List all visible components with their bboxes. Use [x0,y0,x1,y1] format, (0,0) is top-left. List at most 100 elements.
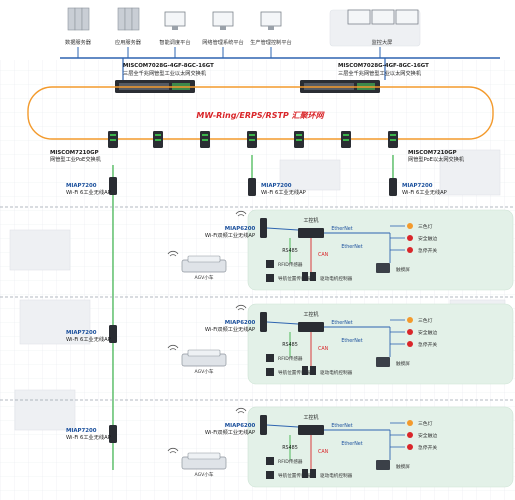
rfid-device [266,457,274,465]
ap-2-desc: Wi-Fi 6工业无线AP [261,188,306,196]
ap-unit-1[interactable] [109,177,117,195]
cell-ap-desc: Wi-Fi双频工业无线AP [205,231,255,239]
ipc-device[interactable] [298,425,324,435]
ethernet-label-1: EtherNet [331,320,352,326]
ethernet-label-1: EtherNet [331,423,352,429]
indicator-device-3 [407,341,413,347]
server-3[interactable]: 智能调度平台 [159,11,191,46]
agv-car[interactable] [181,452,227,470]
rfid-label: RFID传感器 [278,261,303,268]
server-5[interactable]: 生产管理控制平台 [250,11,292,46]
cell-ap-desc: Wi-Fi双频工业无线AP [205,325,255,333]
ring-switch-3[interactable] [200,131,210,148]
ethernet-label-2: EtherNet [341,441,362,447]
indicator-device-3 [407,247,413,253]
motor-device-1 [302,366,308,375]
can-label: CAN [318,346,329,352]
ipc-label: 工控机 [303,217,318,224]
ipc-label: 工控机 [303,414,318,421]
indicator-device-2 [407,329,413,335]
agv-car[interactable] [181,255,227,273]
touch-label: 触摸屏 [396,266,410,273]
cell-ap-device[interactable] [260,218,267,238]
indicator-label-3: 急停开关 [418,247,437,254]
server-label-4: 网络管理系统平台 [202,38,244,46]
indicator-device-1 [407,420,413,426]
indicator-device-1 [407,317,413,323]
motor-device-2 [310,272,316,281]
ap-3-model: MIAP7200 [402,183,433,189]
server-bus-drops [77,47,381,58]
server-label-5: 生产管理控制平台 [250,38,292,46]
ethernet-label-2: EtherNet [341,244,362,250]
ap-unit-5[interactable] [109,425,117,443]
wifi-icon [235,210,247,217]
nav-device [266,471,274,479]
indicator-device-2 [407,235,413,241]
agv-cell-1: MIAP6200Wi-Fi双频工业无线APAGV小车工控机EtherNetEth… [167,209,514,291]
wifi-icon [235,304,247,311]
ring-switch-7[interactable] [388,131,398,148]
ethernet-link [266,227,299,231]
rfid-device [266,260,274,268]
cell-ap-model: MIAP6200 [225,320,256,326]
ring-switch-1[interactable] [108,131,118,148]
agv-car[interactable] [181,349,227,367]
motor-device-2 [310,366,316,375]
ap-2-model: MIAP7200 [261,183,292,189]
nav-label: 导航位置传感器 [278,472,311,479]
indicator-label-2: 安全触边 [418,235,437,242]
indicator-label-3: 急停开关 [418,341,437,348]
motor-label: 驱动电机控制器 [320,275,353,282]
ethernet-link [266,424,299,428]
ap-unit-4[interactable] [109,325,117,343]
ring-switch-2[interactable] [153,131,163,148]
agv-label: AGV小车 [195,471,214,478]
cell-ap-model: MIAP6200 [225,423,256,429]
indicator-label-2: 安全触边 [418,329,437,336]
server-2[interactable]: 应用服务器 [115,7,142,46]
poe-switch-left-model: MISCOM7210GP [50,150,99,156]
core-switch-left-model: MISCOM7028G-4GF-8GC-16GT [123,63,214,69]
ap-unit-3[interactable] [389,178,397,196]
core-switch-right-model: MISCOM7028G-4GF-8GC-16GT [338,63,429,69]
touch-label: 触摸屏 [396,360,410,367]
can-label: CAN [318,449,329,455]
nav-device [266,274,274,282]
core-switch-right-desc: 三层全千兆网管型工业以太网交换机 [338,69,422,77]
touch-screen-device [376,460,390,470]
ring-switch-5[interactable] [294,131,304,148]
server-row: 数据服务器应用服务器 智能调度平台 网络管理系统平台生产管理控制平台 监控大屏 [65,7,419,46]
rfid-label: RFID传感器 [278,355,303,362]
server-1[interactable]: 数据服务器 [65,7,92,46]
cell-ap-desc: Wi-Fi双频工业无线AP [205,428,255,436]
motor-device-1 [302,469,308,478]
indicator-device-1 [407,223,413,229]
ap-5-model: MIAP7200 [66,428,97,434]
ipc-device[interactable] [298,228,324,238]
cell-ap-device[interactable] [260,415,267,435]
rs485-label: RS485 [282,248,298,254]
agv-wifi-icon [167,344,179,351]
ap-unit-2[interactable] [248,178,256,196]
ipc-device[interactable] [298,322,324,332]
server-6[interactable]: 监控大屏 [347,9,419,46]
indicator-label-1: 三色灯 [418,223,433,230]
server-label-3: 智能调度平台 [159,38,190,46]
ring-switch-6[interactable] [341,131,351,148]
server-label-6: 监控大屏 [372,38,393,46]
motor-label: 驱动电机控制器 [320,472,353,479]
ring-switch-4[interactable] [247,131,257,148]
agv-cell-3: MIAP6200Wi-Fi双频工业无线APAGV小车工控机EtherNetEth… [167,406,514,488]
cell-ap-device[interactable] [260,312,267,332]
server-label-2: 应用服务器 [115,38,142,46]
indicator-device-2 [407,432,413,438]
server-4[interactable]: 网络管理系统平台 [202,11,244,46]
ap-1-model: MIAP7200 [66,183,97,189]
touch-label: 触摸屏 [396,463,410,470]
indicator-label-1: 三色灯 [418,317,433,324]
ap-1-desc: Wi-Fi 6工业无线AP [66,188,111,196]
indicator-label-2: 安全触边 [418,432,437,439]
ring-network [27,86,494,140]
ethernet-label-1: EtherNet [331,226,352,232]
